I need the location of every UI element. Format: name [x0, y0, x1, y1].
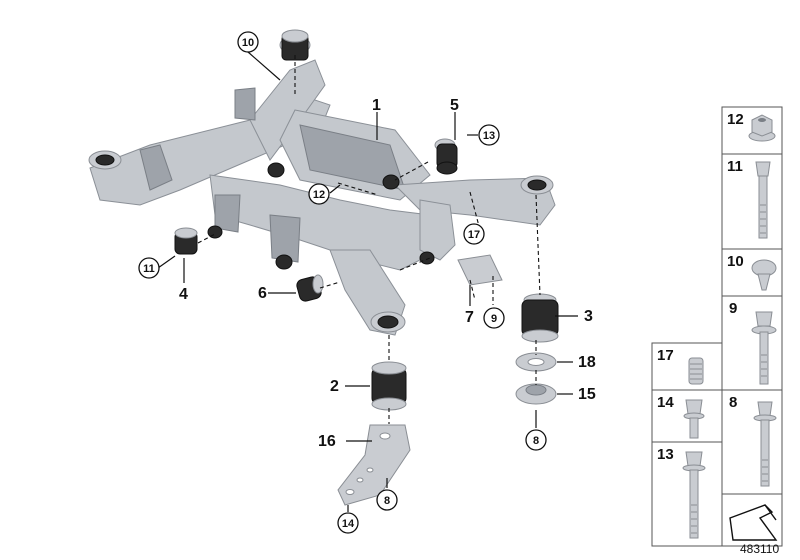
table-cell-8 — [721, 389, 783, 495]
svg-text:12: 12 — [313, 189, 325, 201]
clip-icon — [751, 259, 777, 291]
table-cell-11 — [721, 153, 783, 250]
table-label-9: 9 — [729, 300, 737, 317]
circled-callout-14: 14 — [337, 512, 359, 534]
callout-1: 1 — [372, 97, 381, 114]
table-label-13: 13 — [657, 446, 674, 463]
circled-callout-10: 10 — [237, 31, 259, 53]
callout-7: 7 — [465, 309, 474, 326]
callout-3: 3 — [584, 308, 593, 325]
bolt-washer-icon — [751, 311, 777, 385]
svg-text:8: 8 — [533, 435, 539, 447]
table-cell-17 — [651, 342, 723, 391]
svg-text:17: 17 — [468, 229, 480, 241]
circled-callout-13: 13 — [478, 124, 500, 146]
assembly-lines — [197, 55, 541, 424]
callout-leaders — [157, 51, 578, 512]
table-label-14: 14 — [657, 394, 674, 411]
callout-16: 16 — [318, 433, 336, 450]
callout-2: 2 — [330, 378, 339, 395]
document-number: 483110 — [740, 542, 779, 556]
svg-text:10: 10 — [242, 37, 254, 49]
parts-table: 12 11 10 9 17 14 8 13 — [651, 106, 783, 547]
circled-callout-17: 17 — [463, 223, 485, 245]
loose-parts — [174, 138, 559, 506]
table-label-12: 12 — [727, 111, 744, 128]
circled-callout-11: 11 — [138, 257, 160, 279]
callout-4: 4 — [179, 286, 188, 303]
table-label-8: 8 — [729, 394, 737, 411]
table-label-11: 11 — [727, 158, 743, 175]
table-label-10: 10 — [727, 253, 744, 270]
medium-bolt-icon — [753, 401, 777, 487]
threaded-insert-icon — [688, 357, 704, 385]
svg-text:13: 13 — [483, 130, 495, 142]
short-bolt-icon — [683, 399, 705, 439]
circled-callout-8-lower: 8 — [376, 489, 398, 511]
circled-callout-8-right: 8 — [525, 429, 547, 451]
svg-text:9: 9 — [491, 313, 497, 325]
callout-6: 6 — [258, 285, 267, 302]
callout-15: 15 — [578, 386, 596, 403]
circled-callout-12: 12 — [308, 183, 330, 205]
long-bolt-icon — [755, 161, 771, 239]
callout-5: 5 — [450, 97, 459, 114]
flange-bolt-icon — [682, 451, 706, 539]
table-label-17: 17 — [657, 347, 674, 364]
svg-text:14: 14 — [342, 518, 355, 530]
arrow-symbol-icon — [729, 504, 778, 541]
subframe-illustration — [88, 29, 556, 336]
svg-text:8: 8 — [384, 495, 390, 507]
circled-callout-9: 9 — [483, 307, 505, 329]
callout-labels: 1 5 6 4 7 3 18 15 2 16 10 13 12 11 17 — [138, 31, 596, 534]
nut-icon — [748, 114, 776, 142]
svg-text:11: 11 — [143, 263, 155, 275]
callout-18: 18 — [578, 354, 596, 371]
